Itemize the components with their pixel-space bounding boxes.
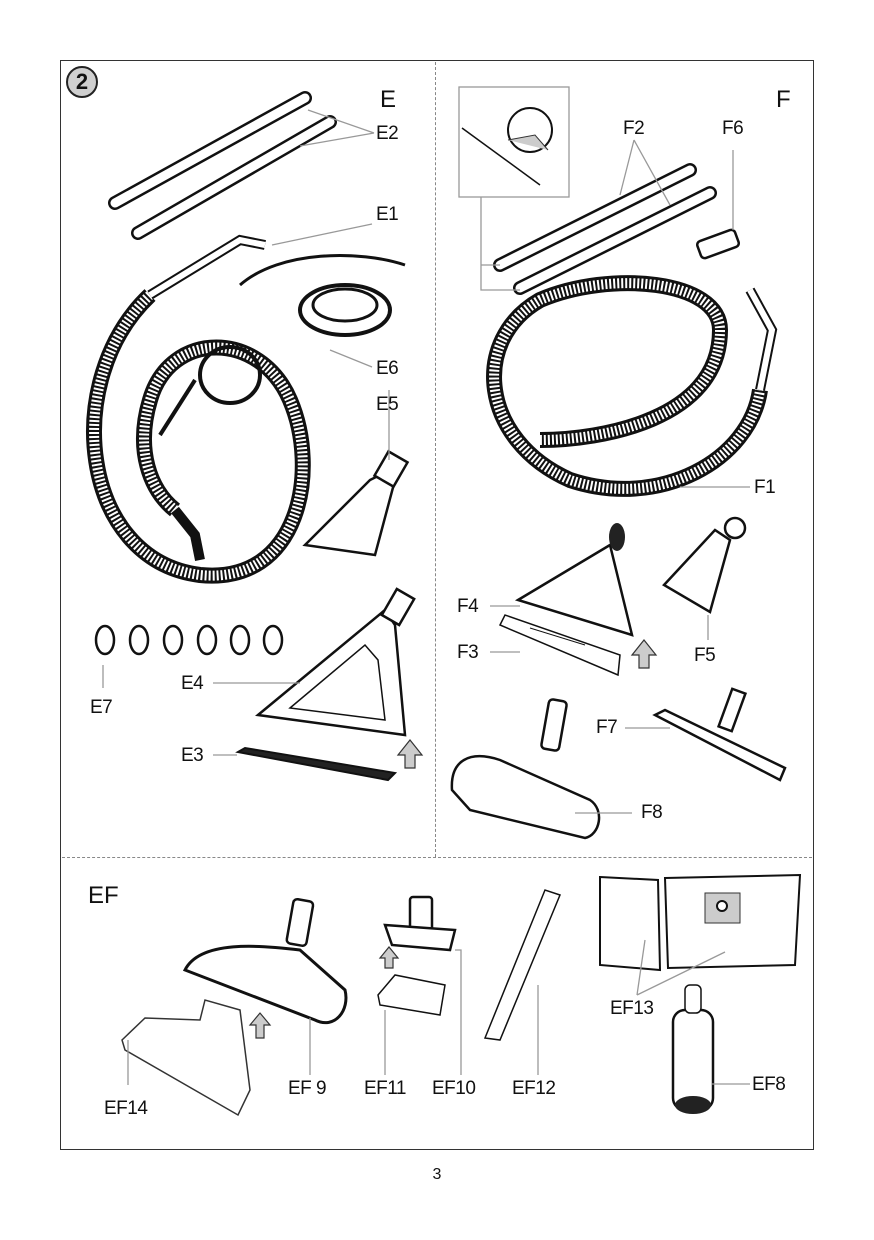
label-f6: F6: [722, 118, 744, 139]
e4-carpet-nozzle-illustration: [255, 587, 416, 737]
figure-frame: [60, 60, 814, 1150]
e5-upholstery-nozzle-illustration: [302, 449, 410, 557]
section-title-f: F: [776, 86, 791, 113]
figure-number-badge: 2: [66, 66, 98, 98]
ef13-dust-bags-illustration: [599, 873, 802, 972]
e3-insert-illustration: [235, 746, 398, 782]
label-ef8: EF8: [752, 1074, 786, 1095]
ef10-nozzle-illustration: [383, 895, 457, 952]
label-e3: E3: [181, 745, 204, 766]
f2-tubes-illustration: [493, 163, 717, 295]
label-ef14: EF14: [104, 1098, 148, 1119]
f6-adapter-illustration: [696, 228, 740, 260]
ef-up-arrow-center-icon: [378, 946, 400, 969]
leader-lines: [102, 109, 750, 1085]
ef-up-arrow-left-icon: [248, 1012, 272, 1039]
label-f8: F8: [641, 802, 663, 823]
label-ef12: EF12: [512, 1078, 556, 1099]
f-up-arrow-icon: [630, 639, 658, 669]
label-e4: E4: [181, 673, 204, 694]
label-e5: E5: [376, 394, 399, 415]
f1-hose-illustration: [486, 275, 778, 497]
label-f4: F4: [457, 596, 479, 617]
e1-hose-illustration: [86, 234, 311, 584]
e6-cable-illustration: [158, 254, 406, 437]
e-up-arrow-icon: [396, 739, 424, 769]
label-e1: E1: [376, 204, 399, 225]
ef9-turbo-nozzle-illustration: [182, 897, 348, 1025]
label-f7: F7: [596, 717, 618, 738]
f7-floor-tool-illustration: [652, 687, 787, 782]
label-e7: E7: [90, 697, 113, 718]
f2-detail-inset: [458, 86, 570, 198]
label-ef11: EF11: [364, 1078, 407, 1099]
label-e6: E6: [376, 358, 399, 379]
ef11-brush-illustration: [377, 974, 446, 1016]
page-number: 3: [432, 1166, 442, 1183]
label-f2: F2: [623, 118, 645, 139]
section-divider-vertical: [435, 62, 436, 857]
ef12-crevice-tool-illustration: [483, 889, 562, 1041]
label-f1: F1: [754, 477, 776, 498]
label-e2: E2: [376, 123, 399, 144]
f3-brush-insert-illustration: [498, 614, 621, 677]
f5-nozzle-illustration: [662, 516, 747, 614]
section-title-ef: EF: [88, 882, 119, 909]
label-f5: F5: [694, 645, 716, 666]
f8-turbo-brush-illustration: [450, 698, 601, 840]
ef14-carpet-plate-illustration: [121, 999, 251, 1117]
label-ef9: EF 9: [288, 1078, 327, 1099]
section-divider-horizontal: [62, 857, 812, 858]
label-ef10: EF10: [432, 1078, 476, 1099]
section-title-e: E: [380, 86, 397, 113]
f4-nozzle-illustration: [514, 523, 634, 637]
e7-hose-clips-illustration: [94, 624, 284, 656]
e2-tubes-illustration: [108, 91, 337, 240]
label-f3: F3: [457, 642, 479, 663]
label-ef13: EF13: [610, 998, 654, 1019]
ef8-bottle-illustration: [671, 984, 715, 1114]
